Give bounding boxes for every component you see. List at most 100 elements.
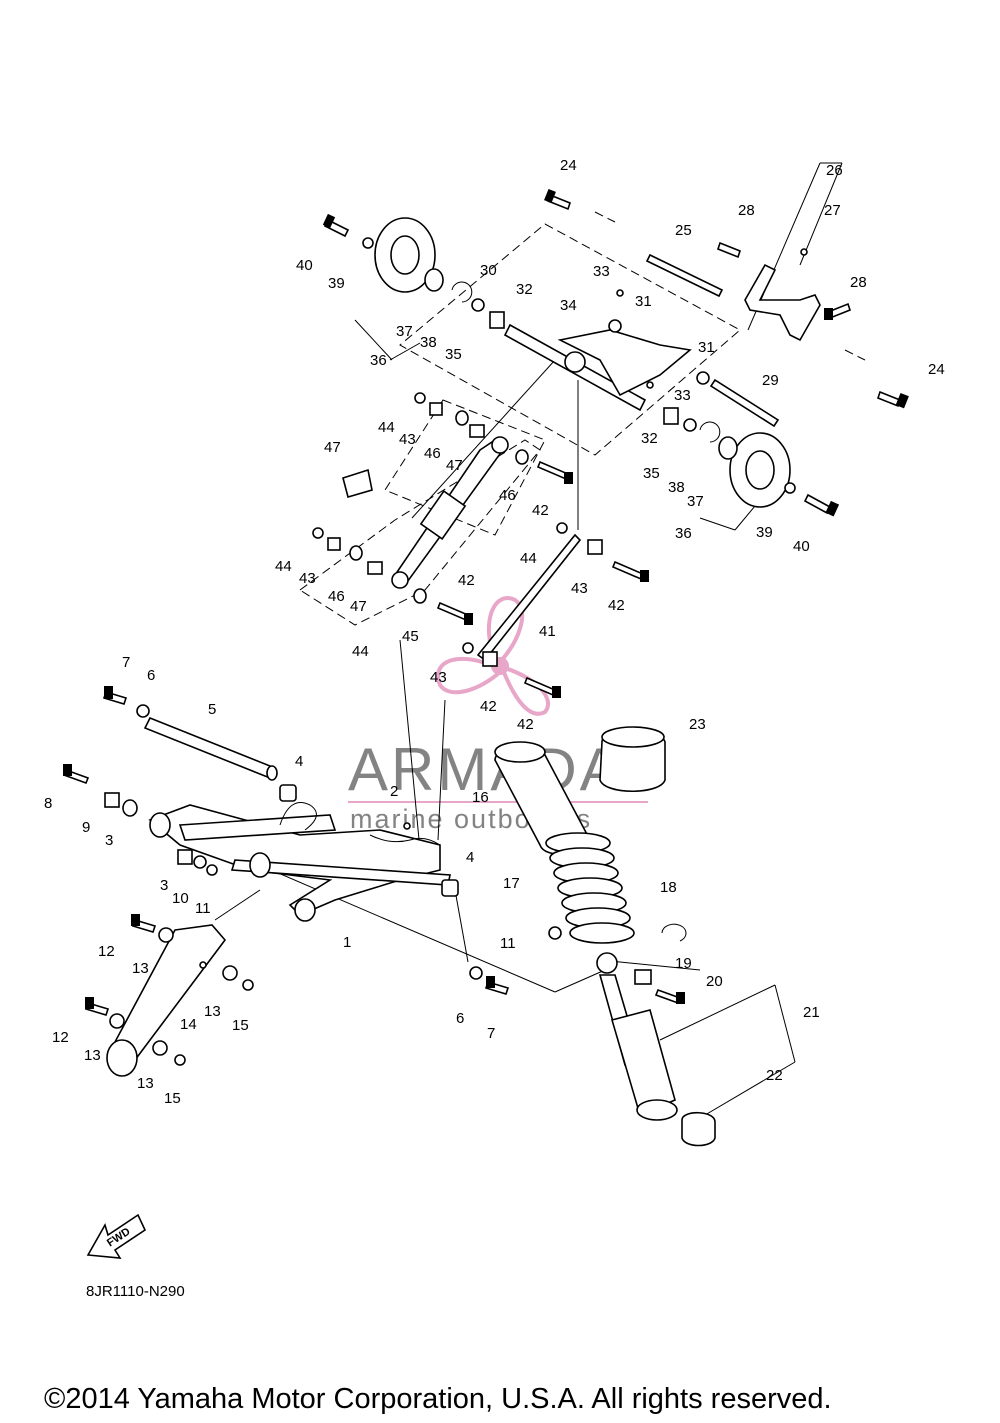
- callout-29: 29: [762, 372, 779, 389]
- callout-46: 46: [424, 445, 441, 462]
- shaft-5: [143, 716, 277, 780]
- callout-39: 39: [328, 275, 345, 292]
- callout-42: 42: [532, 502, 549, 519]
- callout-21: 21: [803, 1004, 820, 1021]
- callout-46: 46: [499, 487, 516, 504]
- collar-22: [681, 1111, 716, 1147]
- callout-38: 38: [668, 479, 685, 496]
- callout-4: 4: [466, 849, 474, 866]
- callout-35: 35: [643, 465, 660, 482]
- copyright-notice: ©2014 Yamaha Motor Corporation, U.S.A. A…: [44, 1383, 832, 1415]
- callout-32: 32: [641, 430, 658, 447]
- callout-24: 24: [928, 361, 945, 378]
- callout-42: 42: [458, 572, 475, 589]
- callout-36: 36: [675, 525, 692, 542]
- propeller-logo-icon: [436, 596, 551, 716]
- callout-27: 27: [824, 202, 841, 219]
- callout-8: 8: [44, 795, 52, 812]
- lower-suspension-assembly: [62, 686, 510, 1077]
- callout-11: 11: [195, 900, 211, 917]
- callout-33: 33: [674, 387, 691, 404]
- callout-17: 17: [503, 875, 520, 892]
- callout-3: 3: [160, 877, 168, 894]
- upper-idler-assembly: [322, 188, 909, 517]
- callout-5: 5: [208, 701, 216, 718]
- shaft-25: [645, 253, 724, 298]
- callout-32: 32: [516, 281, 533, 298]
- callout-44: 44: [275, 558, 292, 575]
- bearing-right: [718, 436, 738, 460]
- callout-46: 46: [328, 588, 345, 605]
- callout-43: 42: [480, 698, 497, 715]
- callout-38: 38: [420, 334, 437, 351]
- callout-26: 26: [826, 162, 843, 179]
- callout-28: 28: [850, 274, 867, 291]
- callout-34: 34: [560, 297, 577, 314]
- callout-7: 7: [487, 1025, 495, 1042]
- callout-31: 31: [698, 339, 715, 356]
- shaft-29: [709, 378, 780, 428]
- callout-13: 13: [137, 1075, 154, 1092]
- callout-9: 9: [82, 819, 90, 836]
- callout-43: 43: [571, 580, 588, 597]
- callout-25: 25: [675, 222, 692, 239]
- callout-6: 6: [147, 667, 155, 684]
- callout-22: 22: [766, 1067, 783, 1084]
- callout-43: 43: [299, 570, 316, 587]
- label-47: [342, 468, 373, 498]
- callout-2: 2: [390, 783, 398, 800]
- callout-44: 44: [378, 419, 395, 436]
- callout-13: 13: [84, 1047, 101, 1064]
- callout-18: 18: [660, 879, 677, 896]
- callout-35: 35: [445, 346, 462, 363]
- callout-37: 37: [687, 493, 704, 510]
- callout-16: 16: [472, 789, 489, 806]
- leader-lines: [154, 162, 843, 1119]
- callout-24: 24: [560, 157, 577, 174]
- callout-30: 30: [480, 262, 497, 279]
- callout-31: 31: [635, 293, 652, 310]
- callout-36: 36: [370, 352, 387, 369]
- rear-shock-assembly: [494, 726, 716, 1147]
- bearing-left: [424, 268, 444, 292]
- callout-12: 12: [52, 1029, 69, 1046]
- callout-20: 20: [706, 973, 723, 990]
- callout-43: 43: [399, 431, 416, 448]
- callout-13: 13: [204, 1003, 221, 1020]
- callout-47: 47: [446, 457, 463, 474]
- callout-40: 40: [793, 538, 810, 555]
- callout-4: 4: [295, 753, 303, 770]
- shock-body-21: [610, 1009, 676, 1117]
- callout-23: 23: [689, 716, 706, 733]
- drawing-code: 8JR1110-N290: [86, 1283, 185, 1300]
- fwd-arrow-icon: FWD: [86, 1213, 147, 1259]
- callout-44: 43: [430, 669, 447, 686]
- callout-44: 44: [520, 550, 537, 567]
- callout-13: 13: [132, 960, 149, 977]
- bracket-26: [744, 263, 821, 342]
- callout-41: 41: [539, 623, 556, 640]
- callout-10: 10: [172, 890, 189, 907]
- callout-42: 42: [517, 716, 534, 733]
- callout-1: 1: [343, 934, 351, 951]
- callout-33: 33: [593, 263, 610, 280]
- callout-42: 42: [608, 597, 625, 614]
- callout-46: 45: [402, 628, 419, 645]
- upper-shock-assembly: [312, 392, 649, 698]
- callout-7: 7: [122, 654, 130, 671]
- callout-15: 15: [164, 1090, 181, 1107]
- spring-17: [545, 832, 635, 944]
- callout-3: 3: [105, 832, 113, 849]
- callout-28: 28: [738, 202, 755, 219]
- callout-47: 47: [324, 439, 341, 456]
- callout-37: 37: [396, 323, 413, 340]
- callout-47: 47: [350, 598, 367, 615]
- callout-14: 14: [180, 1016, 197, 1033]
- callout-15: 15: [232, 1017, 249, 1034]
- callout-40: 40: [296, 257, 313, 274]
- callout-labels: 24 26 28 27 25 40 30 33 39 28 32 31 34 3…: [44, 157, 945, 1107]
- callout-6: 6: [456, 1010, 464, 1027]
- callout-11: 11: [500, 935, 516, 952]
- watermark-brand: ARMADA: [348, 736, 623, 803]
